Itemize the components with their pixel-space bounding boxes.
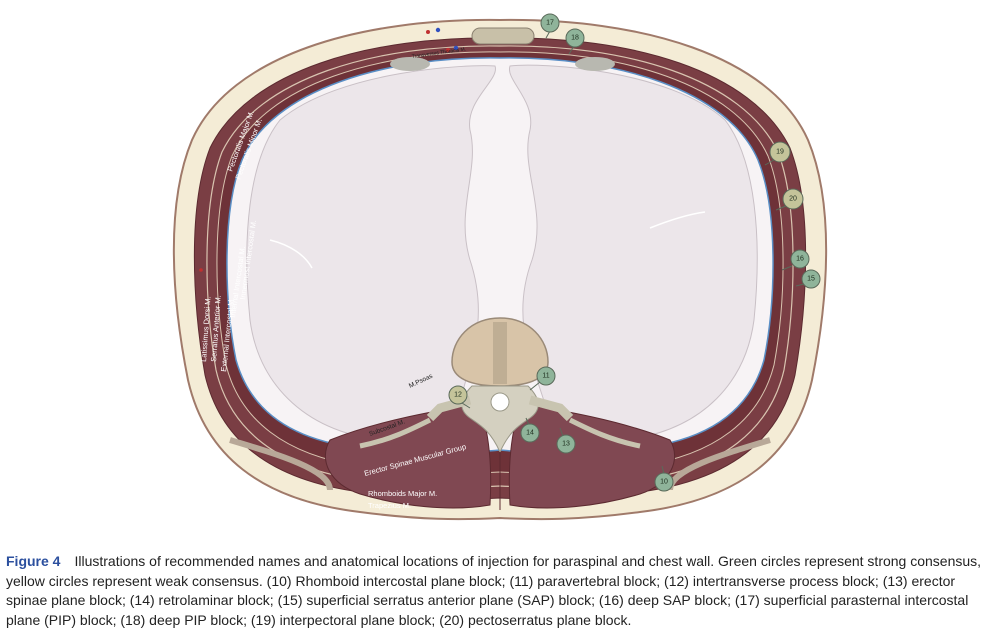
svg-text:12: 12 bbox=[454, 392, 462, 399]
svg-text:15: 15 bbox=[807, 276, 815, 283]
marker-12: 12 bbox=[448, 385, 471, 409]
marker-15: 15 bbox=[795, 269, 821, 289]
marker-11: 11 bbox=[529, 366, 556, 391]
costal-cartilage-right bbox=[575, 57, 615, 71]
label-rhomboids-major: Rhomboids Major M. bbox=[368, 489, 437, 498]
svg-text:18: 18 bbox=[571, 35, 579, 42]
transverse-process-right bbox=[528, 395, 574, 422]
svg-text:13: 13 bbox=[562, 441, 570, 448]
svg-text:19: 19 bbox=[776, 149, 784, 156]
svg-text:11: 11 bbox=[542, 373, 549, 380]
label-trapezius: Trapezius M. bbox=[368, 501, 411, 510]
erector-spinae-muscles bbox=[325, 403, 492, 509]
svg-text:10: 10 bbox=[660, 479, 668, 486]
spinal-canal bbox=[490, 392, 510, 412]
marker-13: 13 bbox=[556, 427, 576, 454]
marker-16: 16 bbox=[781, 249, 810, 271]
left-lung bbox=[246, 65, 496, 442]
internal-mammary-vein bbox=[435, 27, 441, 33]
lung-fissure bbox=[269, 239, 313, 269]
costal-cartilage-left bbox=[390, 57, 430, 71]
svg-text:14: 14 bbox=[526, 430, 534, 437]
svg-text:16: 16 bbox=[796, 256, 804, 263]
rib-right bbox=[568, 417, 641, 449]
rib-left bbox=[359, 417, 432, 449]
marker-17: 17 bbox=[540, 13, 560, 39]
internal-mammary-artery bbox=[426, 30, 430, 34]
chest-cross-section: Pectoralis Major M. Pectoralis Minor M. … bbox=[172, 13, 828, 521]
marker-18: 18 bbox=[565, 28, 585, 55]
sternum bbox=[471, 27, 535, 45]
marker-20: 20 bbox=[775, 188, 804, 211]
caption-text: Illustrations of recommended names and a… bbox=[6, 553, 982, 628]
svg-text:20: 20 bbox=[789, 196, 797, 203]
svg-text:17: 17 bbox=[546, 20, 554, 27]
figure-label: Figure 4 bbox=[6, 553, 61, 569]
vessel-dot bbox=[199, 268, 203, 272]
scapula-left bbox=[229, 437, 333, 491]
marker-10: 10 bbox=[654, 465, 674, 492]
marker-19: 19 bbox=[764, 141, 791, 166]
anatomical-illustration: Pectoralis Major M. Pectoralis Minor M. … bbox=[172, 13, 828, 521]
internal-mammary-artery bbox=[446, 48, 450, 52]
marker-14: 14 bbox=[520, 417, 540, 443]
internal-mammary-vein bbox=[453, 45, 459, 51]
lung-fissure bbox=[649, 211, 706, 229]
